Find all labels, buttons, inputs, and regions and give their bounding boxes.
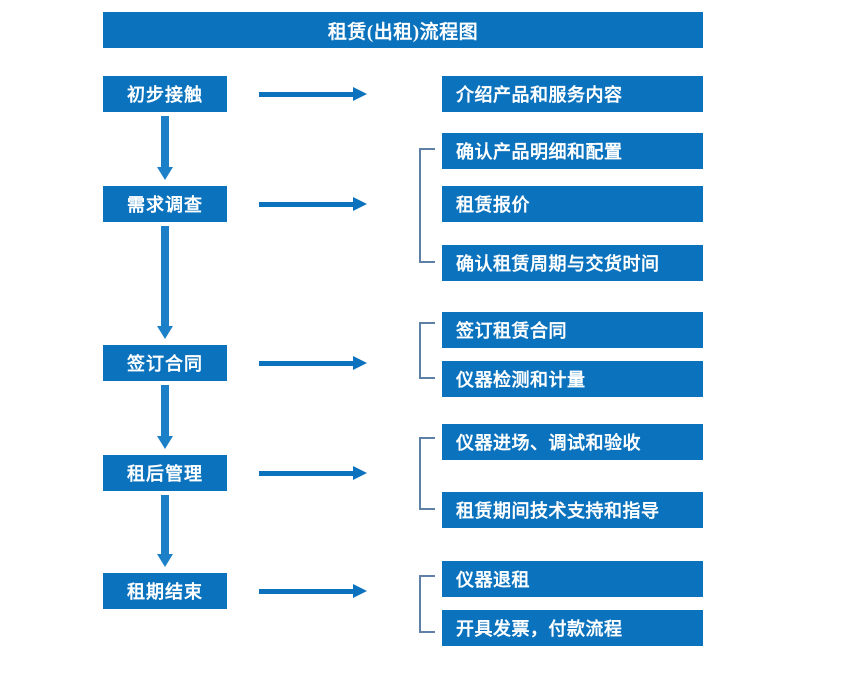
group-bracket-4: [419, 437, 435, 510]
arrow-shaft: [161, 116, 169, 167]
vertical-arrow-icon-2: [157, 226, 173, 339]
vertical-arrow-icon-4: [157, 495, 173, 567]
stage-box-初步接触[interactable]: 初步接触: [103, 76, 227, 112]
arrow-shaft: [161, 495, 169, 554]
detail-box-仪器检测和计量[interactable]: 仪器检测和计量: [442, 361, 703, 397]
arrow-shaft: [259, 361, 353, 366]
horizontal-arrow-icon-2: [259, 197, 367, 211]
detail-box-确认产品明细和配置[interactable]: 确认产品明细和配置: [442, 133, 703, 169]
detail-box-签订租赁合同[interactable]: 签订租赁合同: [442, 312, 703, 348]
page-title: 租赁(出租)流程图: [103, 12, 703, 48]
arrow-shaft: [161, 385, 169, 436]
vertical-arrow-icon-3: [157, 385, 173, 449]
vertical-arrow-icon-1: [157, 116, 173, 180]
arrow-shaft: [161, 226, 169, 326]
arrow-head: [157, 436, 173, 449]
arrow-head: [157, 554, 173, 567]
detail-box-仪器退租[interactable]: 仪器退租: [442, 561, 703, 597]
arrow-shaft: [259, 589, 353, 594]
detail-box-介绍产品和服务内容[interactable]: 介绍产品和服务内容: [442, 76, 703, 112]
group-bracket-2: [419, 148, 435, 263]
arrow-head: [157, 167, 173, 180]
detail-box-仪器进场调试和验收[interactable]: 仪器进场、调试和验收: [442, 424, 703, 460]
arrow-head: [353, 356, 367, 370]
detail-box-开具发票付款流程[interactable]: 开具发票，付款流程: [442, 610, 703, 646]
stage-box-签订合同[interactable]: 签订合同: [103, 345, 227, 381]
group-bracket-5: [419, 575, 435, 633]
horizontal-arrow-icon-5: [259, 584, 367, 598]
detail-box-租赁报价[interactable]: 租赁报价: [442, 186, 703, 222]
arrow-head: [353, 197, 367, 211]
detail-box-租赁期间技术支持和指导[interactable]: 租赁期间技术支持和指导: [442, 492, 703, 528]
stage-box-租后管理[interactable]: 租后管理: [103, 455, 227, 491]
stage-box-租期结束[interactable]: 租期结束: [103, 573, 227, 609]
horizontal-arrow-icon-3: [259, 356, 367, 370]
arrow-shaft: [259, 471, 353, 476]
horizontal-arrow-icon-1: [259, 87, 367, 101]
arrow-head: [157, 326, 173, 339]
arrow-head: [353, 87, 367, 101]
arrow-head: [353, 584, 367, 598]
arrow-shaft: [259, 202, 353, 207]
horizontal-arrow-icon-4: [259, 466, 367, 480]
detail-box-确认租赁周期与交货时间[interactable]: 确认租赁周期与交货时间: [442, 245, 703, 281]
arrow-shaft: [259, 92, 353, 97]
group-bracket-3: [419, 322, 435, 379]
stage-box-需求调查[interactable]: 需求调查: [103, 186, 227, 222]
arrow-head: [353, 466, 367, 480]
